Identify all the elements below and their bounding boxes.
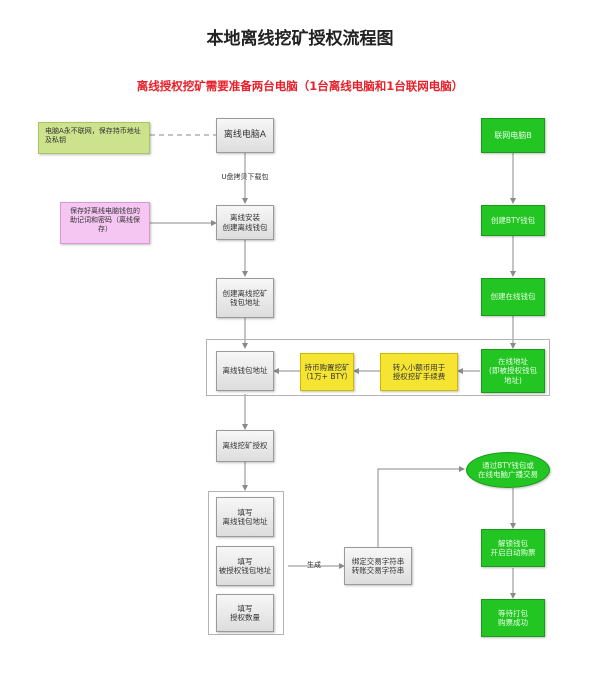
generate-label: 生成 <box>307 561 321 569</box>
online-pc-node: 联网电脑B <box>481 118 545 153</box>
address-group-frame <box>206 339 550 396</box>
fill-offline-address-node: 填写 离线钱包地址 <box>216 497 274 537</box>
usb-copy-label: U盘拷贝下载包 <box>221 173 269 181</box>
mining-success-node: 等待打包 购票成功 <box>481 599 545 637</box>
create-bty-wallet-node: 创建BTY钱包 <box>481 205 545 236</box>
keystore-note: 保存好离线电脑钱包的助记词和密码（离线保存） <box>60 202 150 244</box>
diagram-subtitle: 离线授权挖矿需要准备两台电脑（1台离线电脑和1台联网电脑） <box>136 79 464 93</box>
create-mining-wallet-node: 创建离线挖矿 钱包地址 <box>216 278 274 318</box>
offline-pc-node: 离线电脑A <box>216 118 274 153</box>
online-broadcast-node: 通过BTY钱包或 在线电脑广播交易 <box>466 452 550 488</box>
online-wallet-address-node: 在线地址 (即被授权钱包 地址) <box>481 349 545 393</box>
offline-pc-note: 电脑A永不联网，保存持币地址及私钥 <box>38 122 150 154</box>
transfer-fee-node: 转入小额币用于 授权挖矿手续费 <box>380 353 458 391</box>
fill-group-frame <box>208 491 284 635</box>
install-wallet-node: 离线安装 创建离线钱包 <box>216 205 274 240</box>
diagram-title: 本地离线挖矿授权流程图 <box>206 29 394 49</box>
unlock-wallet-node: 解锁钱包 开启自动购票 <box>481 529 545 567</box>
signed-tx-node: 绑定交易字符串 转账交易字符串 <box>344 547 412 585</box>
offline-wallet-address-node: 离线钱包地址 <box>216 351 274 391</box>
offline-mining-auth-node: 离线挖矿授权 <box>216 430 274 462</box>
create-online-wallet-node: 创建在线钱包 <box>481 278 545 316</box>
fill-authorized-address-node: 填写 被授权钱包地址 <box>216 546 274 586</box>
arrow-signed-to-broadcast <box>377 466 465 548</box>
buy-coins-node: 持币购置挖矿 （1万+ BTY） <box>300 353 354 391</box>
fill-auth-amount-node: 填写 授权数量 <box>216 594 274 632</box>
